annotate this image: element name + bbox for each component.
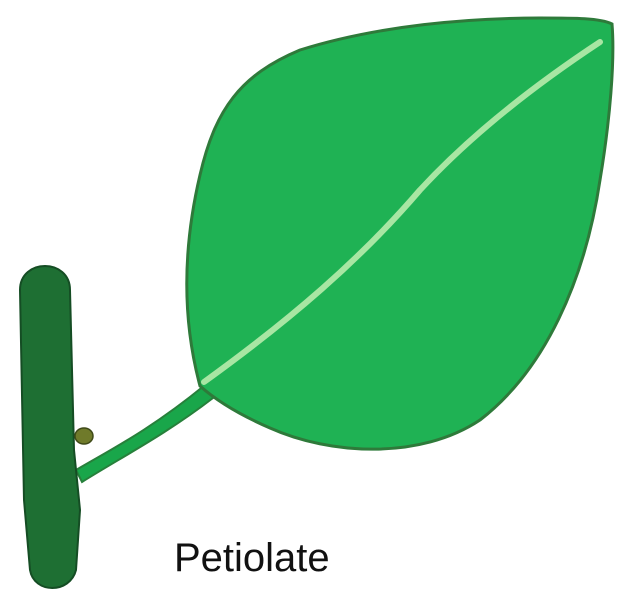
stem: [20, 266, 80, 588]
leaf-type-label: Petiolate: [174, 538, 330, 578]
axillary-bud: [75, 428, 93, 444]
petiole: [76, 385, 213, 482]
leaf-blade: [187, 18, 613, 449]
